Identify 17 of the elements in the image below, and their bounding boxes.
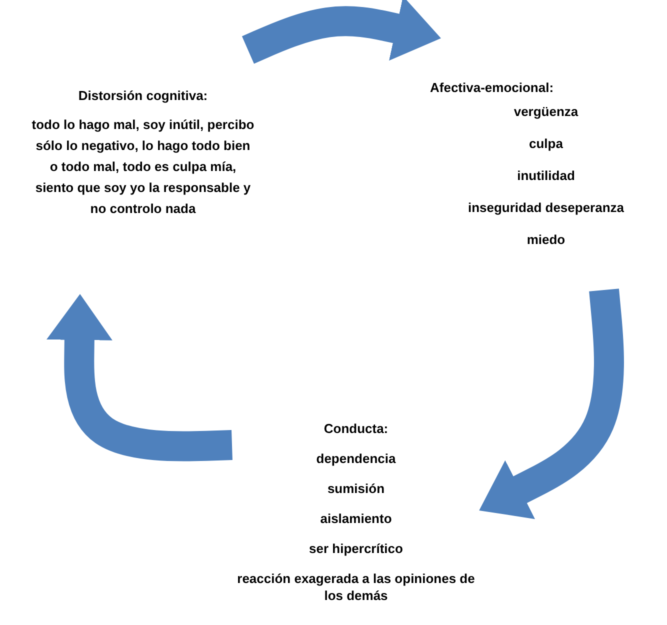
text: vergüenza: [512, 103, 580, 121]
text: reacción exagerada a las opiniones de los demás: [236, 570, 476, 604]
text: inutilidad: [516, 167, 576, 185]
curved-arrow: [479, 288, 624, 520]
curved-arrow: [46, 294, 232, 462]
heading: Distorsión cognitiva:: [77, 87, 209, 105]
heading: Afectiva-emocional:: [430, 79, 555, 97]
curved-arrow: [242, 0, 441, 64]
text: dependencia: [315, 450, 397, 467]
text: todo lo hago mal, soy inútil, percibo sólo lo negativo, lo hago todo bien o todo mal, todo es culpa mía, siento que soy yo la responsable y no controlo nada: [30, 116, 256, 218]
heading: Conducta:: [322, 420, 390, 437]
text: sumisión: [326, 480, 386, 497]
text: inseguridad deseperanza: [466, 199, 626, 217]
text: aislamiento: [319, 510, 393, 527]
text: culpa: [528, 135, 564, 153]
text: miedo: [526, 231, 566, 249]
text: ser hipercrítico: [308, 540, 404, 557]
